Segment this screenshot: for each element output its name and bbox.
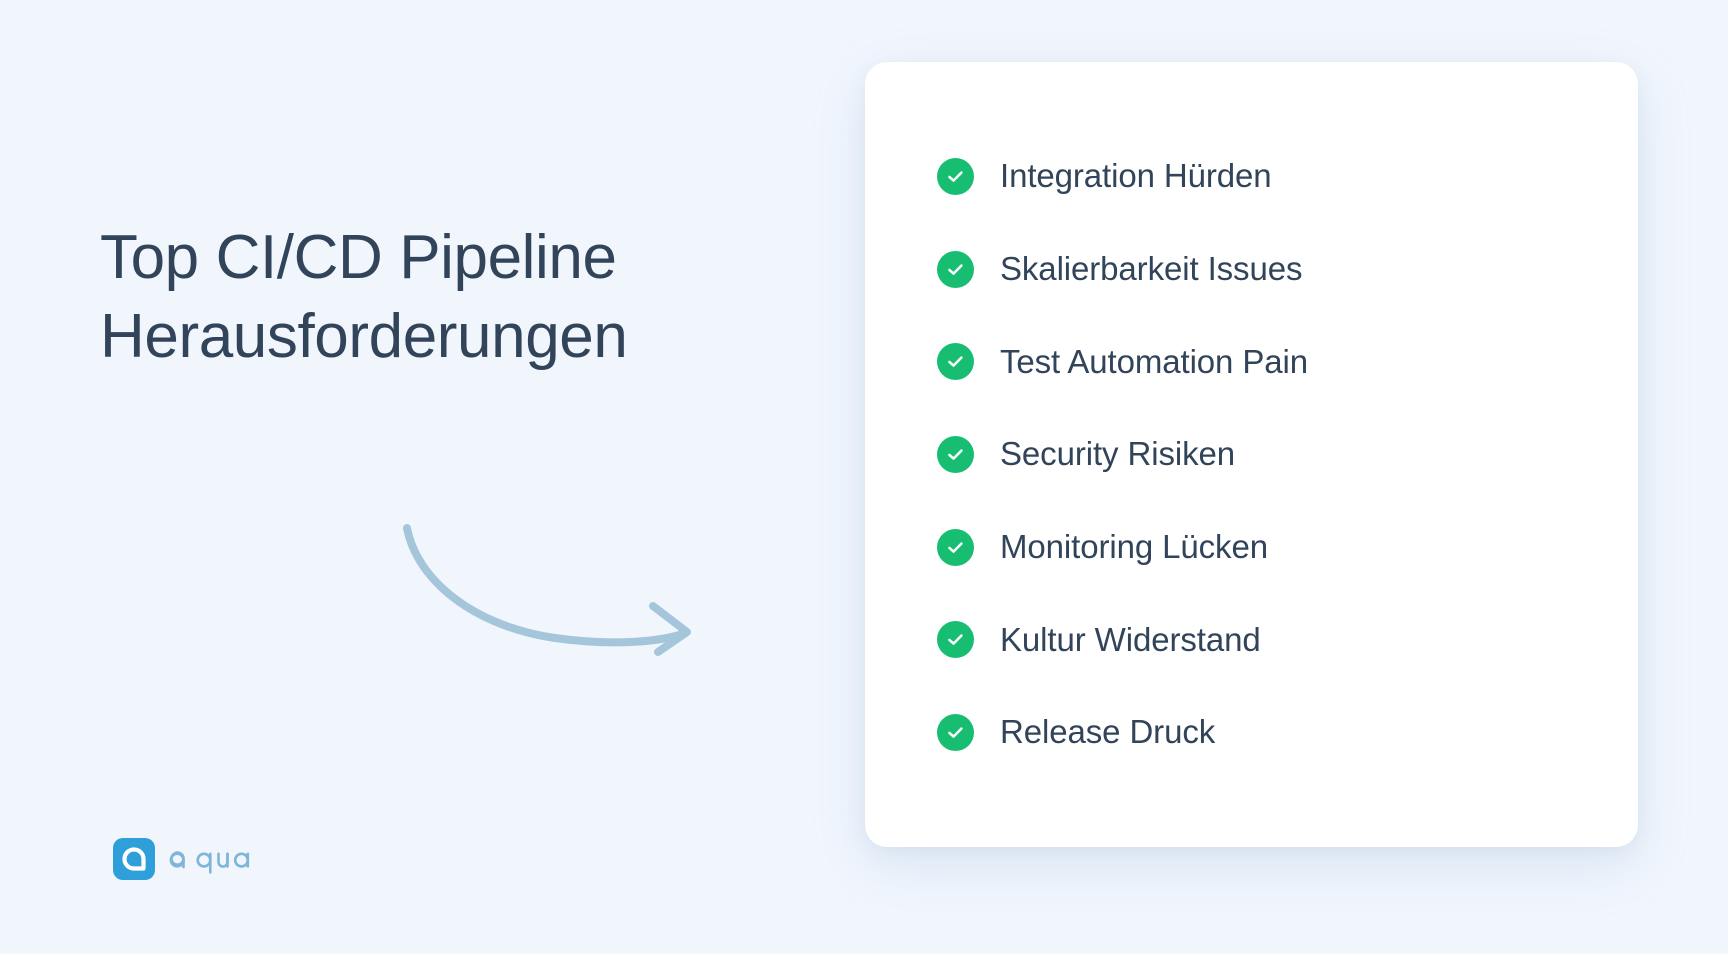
- list-item-label: Skalierbarkeit Issues: [1000, 250, 1303, 287]
- challenges-checklist: Integration Hürden Skalierbarkeit Issues…: [937, 158, 1578, 751]
- check-circle-icon: [937, 713, 974, 751]
- page-title-line-2: Herausforderungen: [100, 302, 628, 372]
- check-circle-icon: [937, 528, 974, 566]
- check-circle-icon: [937, 250, 974, 288]
- list-item-label: Security Risiken: [1000, 435, 1235, 473]
- list-item-label: Kultur Widerstand: [1000, 620, 1261, 658]
- check-circle-icon: [937, 343, 974, 381]
- list-item: Test Automation Pain: [937, 342, 1578, 381]
- list-item-label: Test Automation Pain: [1000, 342, 1309, 380]
- list-item: Skalierbarkeit Issues: [937, 250, 1578, 288]
- curved-arrow-icon: [395, 518, 705, 658]
- page-title: Top CI/CD Pipeline Herausforderungen: [100, 218, 760, 377]
- check-circle-icon: [937, 158, 974, 195]
- aqua-wordmark: [168, 843, 254, 875]
- list-item: Monitoring Lücken: [937, 527, 1578, 566]
- check-circle-icon: [937, 621, 974, 659]
- aqua-logo-mark-icon: [113, 838, 155, 880]
- challenges-card: Integration Hürden Skalierbarkeit Issues…: [865, 62, 1638, 847]
- list-item: Integration Hürden: [937, 158, 1578, 195]
- list-item: Security Risiken: [937, 436, 1578, 473]
- left-column: Top CI/CD Pipeline Herausforderungen: [0, 0, 800, 954]
- list-item-label: Release Druck: [1000, 713, 1216, 751]
- check-circle-icon: [937, 435, 974, 473]
- list-item-label: Monitoring Lücken: [1000, 527, 1268, 565]
- list-item: Release Druck: [937, 713, 1578, 751]
- aqua-logo: [113, 838, 254, 880]
- list-item-label: Integration Hürden: [1000, 157, 1272, 195]
- page-title-line-1: Top CI/CD Pipeline: [100, 223, 617, 292]
- list-item: Kultur Widerstand: [937, 620, 1578, 659]
